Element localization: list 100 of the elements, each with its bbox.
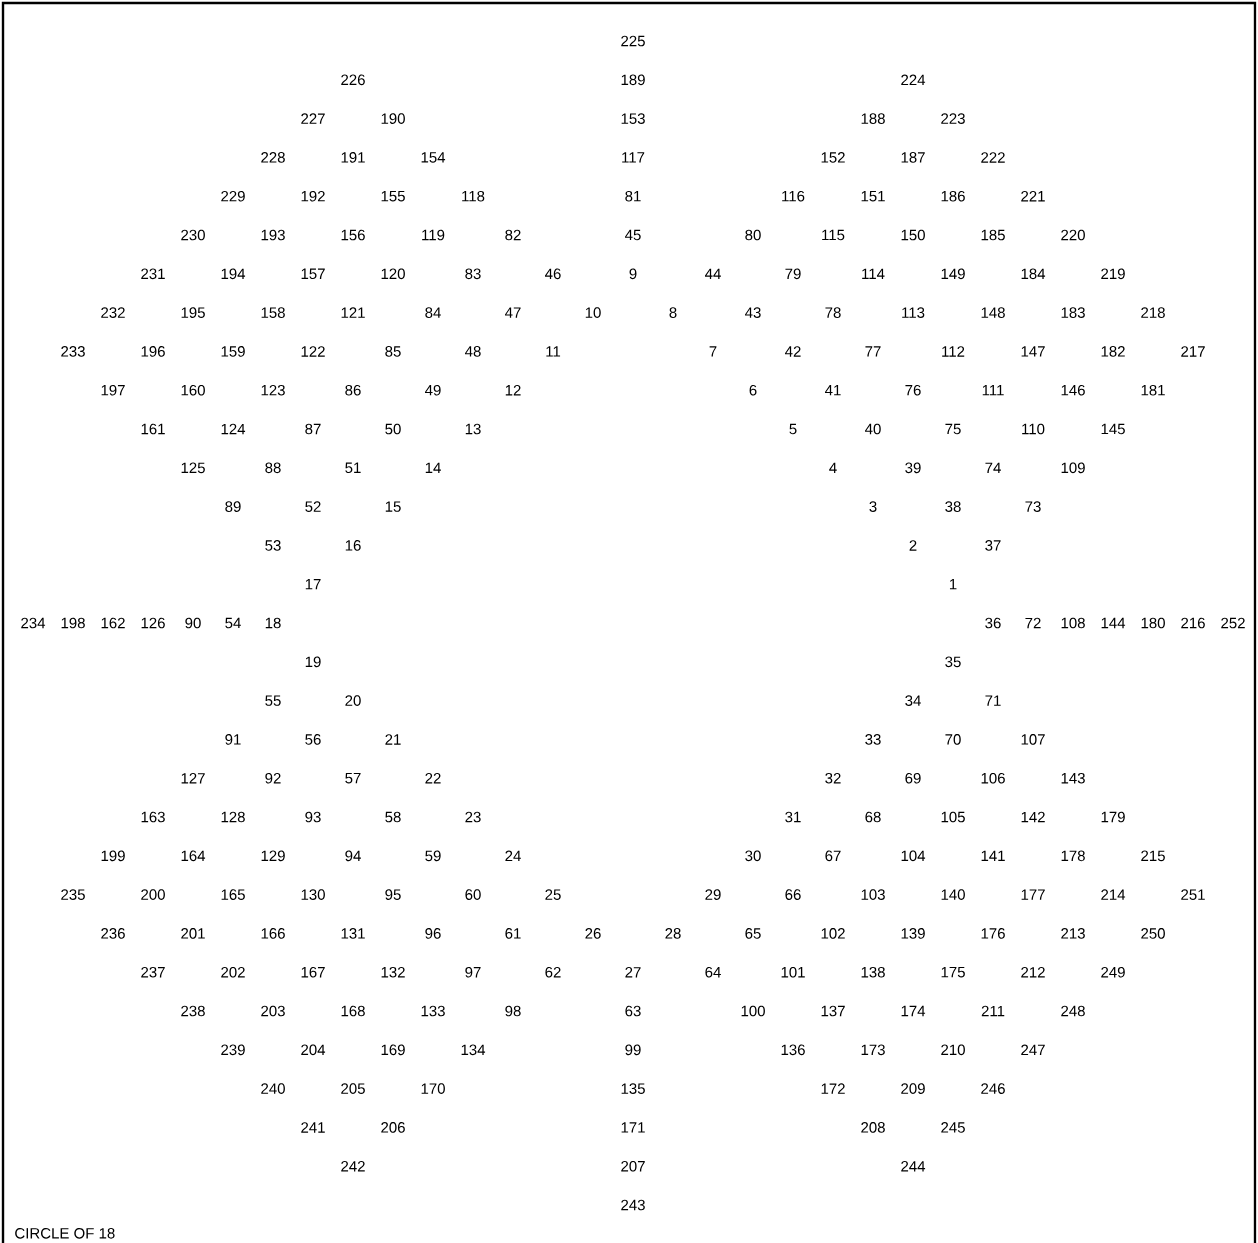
number-label: 163 xyxy=(141,811,165,823)
number-label: 18 xyxy=(265,617,281,629)
number-label: 38 xyxy=(945,501,961,512)
number-label: 30 xyxy=(745,850,761,862)
number-label: 220 xyxy=(1061,229,1085,241)
number-label: 179 xyxy=(1101,811,1125,823)
number-label: 61 xyxy=(505,928,521,939)
number-label: 136 xyxy=(781,1044,805,1056)
number-label: 9 xyxy=(629,268,637,280)
number-label: 187 xyxy=(901,152,925,163)
number-label: 75 xyxy=(945,423,961,435)
number-label: 186 xyxy=(941,190,965,202)
number-label: 240 xyxy=(261,1083,285,1094)
number-label: 243 xyxy=(621,1199,645,1211)
number-label: 6 xyxy=(749,384,757,396)
number-label: 239 xyxy=(221,1044,245,1056)
number-label: 246 xyxy=(981,1083,1005,1094)
number-label: 51 xyxy=(345,462,361,474)
number-label: 180 xyxy=(1141,617,1165,629)
number-label: 210 xyxy=(941,1044,965,1056)
number-label: 54 xyxy=(225,617,241,629)
number-label: 191 xyxy=(341,152,365,163)
number-label: 248 xyxy=(1061,1005,1085,1017)
number-label: 182 xyxy=(1101,346,1125,357)
number-label: 177 xyxy=(1021,889,1045,900)
number-label: 158 xyxy=(261,307,285,318)
number-label: 73 xyxy=(1025,501,1041,512)
number-label: 16 xyxy=(345,540,361,551)
number-label: 39 xyxy=(905,462,921,474)
number-label: 222 xyxy=(981,152,1005,163)
number-label: 37 xyxy=(985,540,1001,551)
number-label: 156 xyxy=(341,229,365,241)
number-label: 188 xyxy=(861,113,885,124)
number-label: 19 xyxy=(305,656,321,668)
number-label: 155 xyxy=(381,190,405,202)
number-label: 100 xyxy=(741,1005,765,1017)
number-label: 114 xyxy=(862,268,885,279)
number-label: 168 xyxy=(341,1005,365,1017)
number-label: 57 xyxy=(345,773,361,784)
number-label: 241 xyxy=(301,1122,325,1133)
number-label: 173 xyxy=(861,1044,885,1056)
number-label: 20 xyxy=(345,695,361,706)
number-label: 56 xyxy=(305,734,321,745)
number-label: 171 xyxy=(621,1122,645,1133)
number-label: 108 xyxy=(1061,617,1085,629)
number-label: 4 xyxy=(829,462,837,473)
number-label: 181 xyxy=(1141,384,1165,396)
number-label: 208 xyxy=(861,1122,885,1133)
number-label: 198 xyxy=(61,617,85,629)
number-label: 202 xyxy=(221,966,245,978)
number-label: 59 xyxy=(425,850,441,862)
number-label: 146 xyxy=(1061,384,1085,396)
number-label: 195 xyxy=(181,307,205,318)
number-label: 34 xyxy=(905,695,921,706)
number-label: 167 xyxy=(301,966,325,978)
number-label: 236 xyxy=(101,928,125,939)
number-label: 55 xyxy=(265,695,281,706)
number-label: 103 xyxy=(861,889,885,900)
number-label: 113 xyxy=(902,307,925,318)
number-label: 101 xyxy=(781,966,805,978)
number-label: 189 xyxy=(621,74,645,86)
number-label: 144 xyxy=(1101,617,1126,629)
number-label: 122 xyxy=(301,346,325,357)
number-label: 25 xyxy=(545,889,561,900)
number-label: 81 xyxy=(625,190,641,202)
number-label: 227 xyxy=(301,113,325,124)
number-label: 110 xyxy=(1022,423,1045,435)
number-label: 33 xyxy=(865,734,881,745)
number-label: 234 xyxy=(21,617,46,629)
number-label: 80 xyxy=(745,229,761,241)
number-label: 10 xyxy=(585,307,601,318)
number-label: 64 xyxy=(705,966,721,978)
number-label: 65 xyxy=(745,928,761,939)
number-label: 196 xyxy=(141,346,165,357)
number-label: 251 xyxy=(1181,889,1205,900)
number-label: 116 xyxy=(782,190,805,202)
number-label: 164 xyxy=(181,850,206,862)
number-label: 207 xyxy=(621,1160,645,1172)
number-label: 49 xyxy=(425,384,441,396)
number-label: 230 xyxy=(181,229,205,241)
number-label: 24 xyxy=(505,850,521,862)
number-label: 63 xyxy=(625,1005,641,1017)
number-label: 225 xyxy=(621,35,645,47)
number-label: 15 xyxy=(385,501,401,512)
number-label: 147 xyxy=(1021,346,1045,357)
number-label: 66 xyxy=(785,889,801,900)
number-label: 183 xyxy=(1061,307,1085,318)
number-label: 127 xyxy=(181,772,205,784)
number-label: 102 xyxy=(821,928,845,939)
number-label: 107 xyxy=(1021,734,1045,745)
number-label: 13 xyxy=(465,423,481,435)
number-label: 31 xyxy=(785,811,801,823)
number-label: 142 xyxy=(1021,811,1045,823)
number-label: 229 xyxy=(221,190,245,202)
number-label: 77 xyxy=(865,346,881,357)
number-label: 145 xyxy=(1101,423,1125,435)
number-label: 95 xyxy=(385,889,401,900)
number-label: 153 xyxy=(621,113,645,124)
number-label: 211 xyxy=(981,1005,1005,1017)
number-label: 17 xyxy=(305,579,321,590)
